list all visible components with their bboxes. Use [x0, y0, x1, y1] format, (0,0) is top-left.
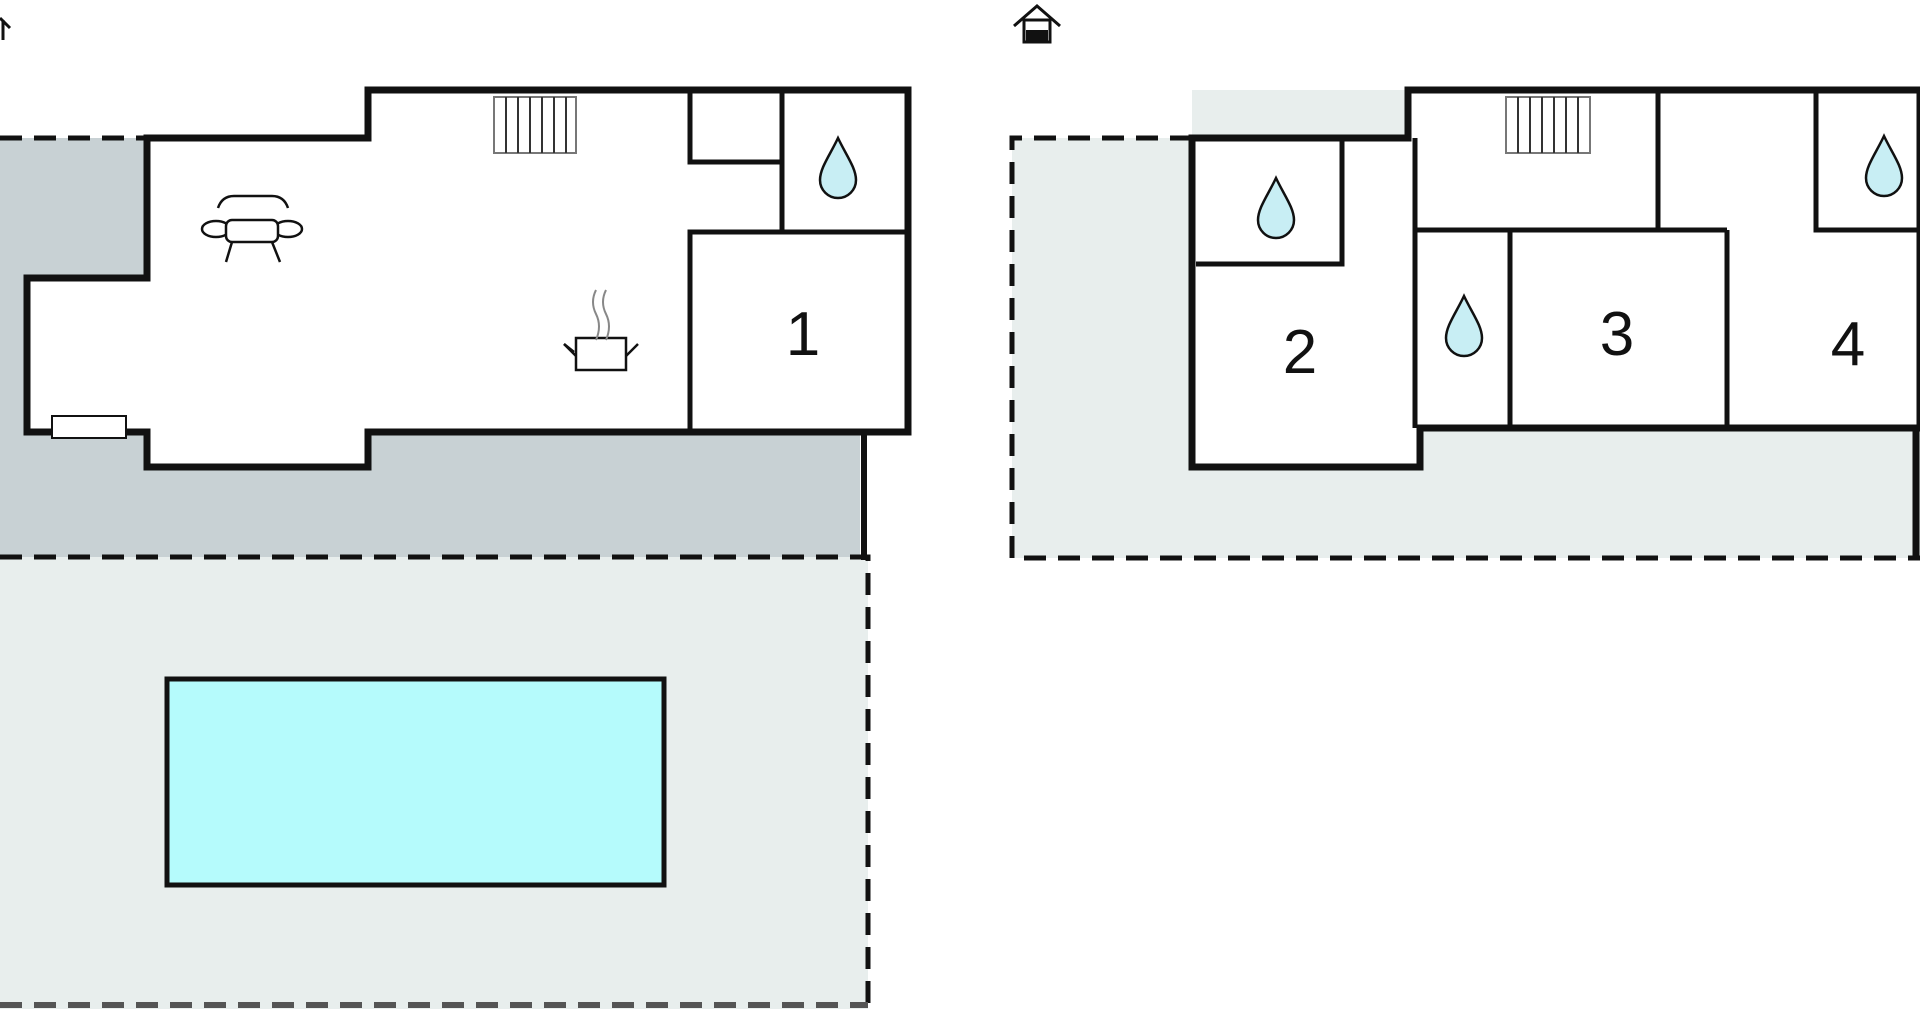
room-number-1: 1	[786, 300, 820, 369]
water-drop-icon	[1256, 175, 1296, 240]
cooking-pot-icon	[563, 289, 639, 372]
storage-wall	[687, 90, 782, 165]
house-icon	[1013, 4, 1061, 44]
water-drop-icon	[1444, 293, 1484, 358]
bath-4-wall	[1813, 90, 1920, 233]
stairs-icon	[1505, 96, 1591, 154]
upper-terrace-boundary	[1009, 135, 1920, 561]
room-1-wall	[687, 229, 908, 432]
ground-floor-plan: 1	[0, 16, 912, 1009]
radiator-icon	[51, 415, 127, 439]
upper-floor-house	[1188, 86, 1920, 471]
ground-floor-house	[23, 86, 912, 471]
arrow-up-icon	[0, 16, 12, 40]
bath-2-wall	[1196, 140, 1345, 267]
stairs-icon	[493, 96, 577, 154]
covered-terrace	[0, 138, 860, 557]
room-number-2: 2	[1283, 318, 1317, 387]
upper-floor-plan: 2 3 4	[1009, 4, 1920, 561]
room-number-4: 4	[1831, 310, 1865, 379]
sofa-icon	[200, 194, 304, 263]
water-drop-icon	[1864, 133, 1904, 198]
swimming-pool	[164, 676, 667, 888]
garden-boundary	[0, 554, 871, 1009]
room-number-3: 3	[1600, 300, 1634, 369]
water-drop-icon	[818, 135, 858, 200]
